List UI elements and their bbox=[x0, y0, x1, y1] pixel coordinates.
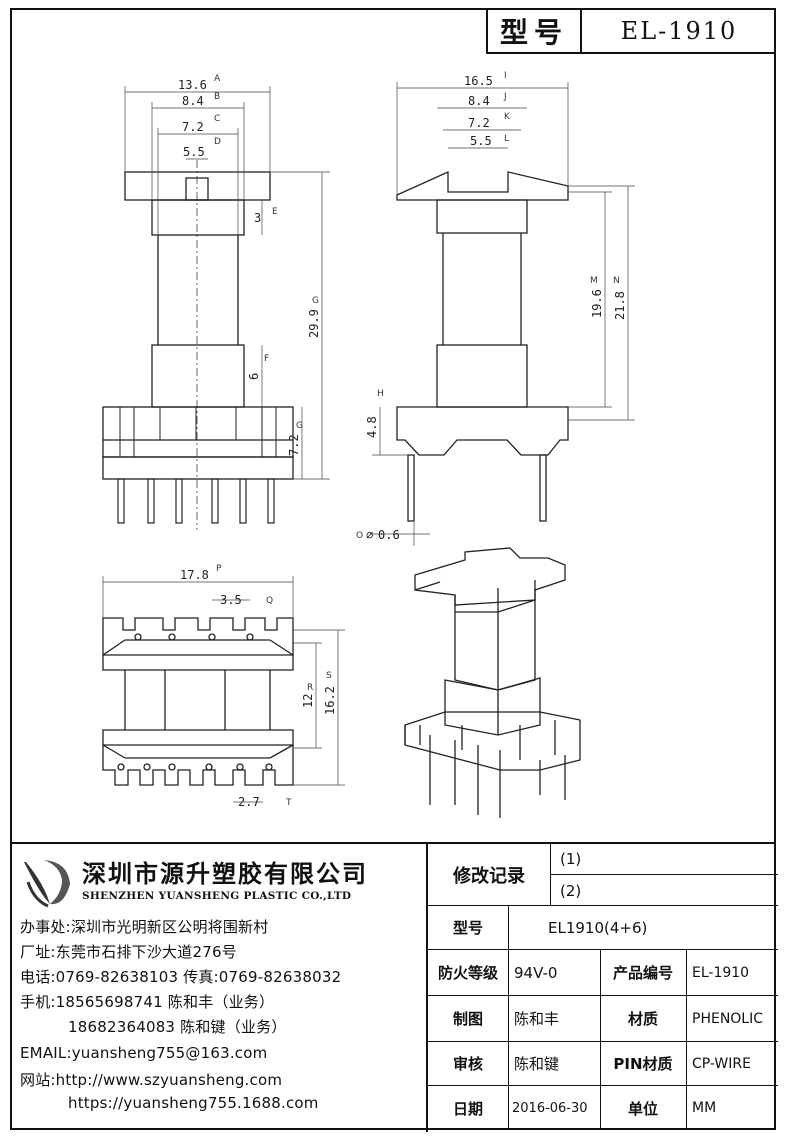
dim-label-r: R bbox=[307, 683, 313, 693]
dim-7-2-side: 7.2 bbox=[468, 116, 490, 130]
fire-row: 防火等级 94V-0 产品编号 EL-1910 bbox=[428, 950, 778, 996]
front-dimension-lines bbox=[124, 86, 330, 480]
bottom-dimension-lines bbox=[102, 576, 345, 803]
dim-13-6: 13.6 bbox=[178, 78, 207, 92]
dim-label-t: T bbox=[285, 798, 292, 808]
dim-17-8: 17.8 bbox=[180, 568, 209, 582]
dim-label-n: N bbox=[613, 276, 620, 286]
dim-label-j: J bbox=[503, 92, 507, 102]
dim-label-c: C bbox=[214, 114, 220, 124]
drawn-value: 陈和丰 bbox=[514, 1010, 560, 1028]
material-value: PHENOLIC bbox=[692, 1010, 764, 1027]
company-name-cn: 深圳市源升塑胶有限公司 bbox=[82, 860, 368, 888]
revision-1: (1) bbox=[560, 850, 582, 868]
isometric-view bbox=[404, 547, 581, 818]
dim-2-7: 2.7 bbox=[238, 795, 260, 809]
company-logo-icon bbox=[24, 860, 70, 908]
dim-4-8: 4.8 bbox=[365, 416, 379, 438]
dim-3: 3 bbox=[254, 211, 261, 225]
bottom-view bbox=[102, 617, 294, 786]
spec-table: 修改记录 (1) (2) 型号 EL1910(4+6) 防火等级 94V-0 产… bbox=[426, 844, 778, 1132]
dim-label-l: L bbox=[504, 134, 509, 144]
date-row: 日期 2016-06-30 单位 MM bbox=[428, 1086, 778, 1130]
title-model-box: 型号 EL-1910 bbox=[486, 10, 776, 54]
dim-5-5-side: 5.5 bbox=[470, 134, 492, 148]
revision-row: 修改记录 (1) (2) bbox=[428, 844, 778, 906]
side-view bbox=[396, 170, 569, 522]
dim-3-5: 3.5 bbox=[220, 593, 242, 607]
side-dimension-lines bbox=[370, 82, 635, 546]
dim-label-e: E bbox=[272, 207, 278, 217]
company-name-en: SHENZHEN YUANSHENG PLASTIC CO.,LTD bbox=[82, 890, 352, 902]
review-label: 审核 bbox=[452, 1055, 483, 1073]
unit-value: MM bbox=[692, 1100, 717, 1116]
dim-21-8: 21.8 bbox=[613, 291, 627, 320]
email: EMAIL:yuansheng755@163.com bbox=[20, 1044, 268, 1062]
revision-2: (2) bbox=[560, 881, 582, 900]
mobile-1: 手机:18565698741 陈和丰（业务） bbox=[20, 993, 275, 1011]
date-label: 日期 bbox=[452, 1099, 483, 1118]
website-1[interactable]: 网站:http://www.szyuansheng.com bbox=[20, 1071, 283, 1089]
dim-label-h: H bbox=[377, 389, 384, 399]
dim-label-g-top: G bbox=[312, 296, 319, 306]
model-label: 型号 bbox=[452, 919, 483, 937]
dim-8-4: 8.4 bbox=[182, 94, 204, 108]
dim-label-b: B bbox=[214, 92, 220, 102]
fire-label: 防火等级 bbox=[437, 964, 498, 982]
website-2[interactable]: https://yuansheng755.1688.com bbox=[68, 1094, 319, 1112]
dim-label-d: D bbox=[214, 137, 221, 147]
company-info: 深圳市源升塑胶有限公司 SHENZHEN YUANSHENG PLASTIC C… bbox=[10, 844, 426, 1132]
dim-label-a: A bbox=[214, 74, 221, 84]
revision-label: 修改记录 bbox=[453, 865, 525, 887]
dim-19-6: 19.6 bbox=[590, 289, 604, 318]
pin-material-value: CP-WIRE bbox=[692, 1055, 751, 1072]
product-no-value: EL-1910 bbox=[692, 964, 750, 981]
drawn-label: 制图 bbox=[452, 1010, 483, 1028]
dim-5-5: 5.5 bbox=[183, 145, 205, 159]
technical-drawing: 13.6 A 8.4 B 7.2 C 5.5 D 3 E 29.9 G 6 F … bbox=[102, 71, 635, 818]
model-value: EL1910(4+6) bbox=[548, 918, 648, 937]
dim-0-6: 0.6 bbox=[378, 528, 400, 542]
dim-6: 6 bbox=[247, 373, 261, 380]
product-no-label: 产品编号 bbox=[612, 964, 673, 982]
dim-label-o: O bbox=[356, 531, 363, 541]
factory-address: 厂址:东莞市石排下沙大道276号 bbox=[20, 943, 237, 961]
model-row: 型号 EL1910(4+6) bbox=[428, 906, 778, 950]
dim-label-k: K bbox=[504, 112, 511, 122]
title-model-label: 型号 bbox=[488, 10, 582, 52]
dim-label-p: P bbox=[216, 564, 222, 574]
fire-value: 94V-0 bbox=[514, 963, 558, 982]
dim-label-m: M bbox=[590, 276, 598, 286]
dim-label-s: S bbox=[326, 671, 332, 681]
dim-7-2: 7.2 bbox=[182, 120, 204, 134]
dim-16-2: 16.2 bbox=[323, 686, 337, 715]
title-model-value: EL-1910 bbox=[620, 17, 738, 45]
phone-fax: 电话:0769-82638103 传真:0769-82638032 bbox=[20, 968, 342, 986]
drawing-frame bbox=[10, 8, 776, 1130]
review-row: 审核 陈和键 PIN材质 CP-WIRE bbox=[428, 1042, 778, 1086]
dim-label-q: Q bbox=[266, 596, 273, 606]
dim-label-i: I bbox=[504, 71, 507, 81]
front-view bbox=[102, 160, 294, 530]
material-label: 材质 bbox=[627, 1010, 658, 1028]
dim-29-9: 29.9 bbox=[307, 309, 321, 338]
dim-8-4-side: 8.4 bbox=[468, 94, 490, 108]
office-address: 办事处:深圳市光明新区公明将围新村 bbox=[20, 918, 269, 936]
dim-label-g-bottom: G bbox=[296, 421, 303, 431]
diameter-symbol: ⌀ bbox=[366, 528, 373, 542]
mobile-2: 18682364083 陈和键（业务） bbox=[68, 1018, 287, 1036]
date-value: 2016-06-30 bbox=[512, 1100, 588, 1116]
dim-12: 12 bbox=[301, 694, 315, 708]
review-value: 陈和键 bbox=[514, 1055, 560, 1073]
dim-label-f: F bbox=[264, 354, 269, 364]
dim-16-5: 16.5 bbox=[464, 74, 493, 88]
drawn-row: 制图 陈和丰 材质 PHENOLIC bbox=[428, 996, 778, 1042]
dim-7-2-base: 7.2 bbox=[287, 434, 301, 456]
unit-label: 单位 bbox=[627, 1099, 658, 1118]
title-block: 深圳市源升塑胶有限公司 SHENZHEN YUANSHENG PLASTIC C… bbox=[10, 842, 778, 1132]
pin-material-label: PIN材质 bbox=[613, 1055, 673, 1073]
dimension-texts: 13.6 A 8.4 B 7.2 C 5.5 D 3 E 29.9 G 6 F … bbox=[178, 71, 627, 809]
